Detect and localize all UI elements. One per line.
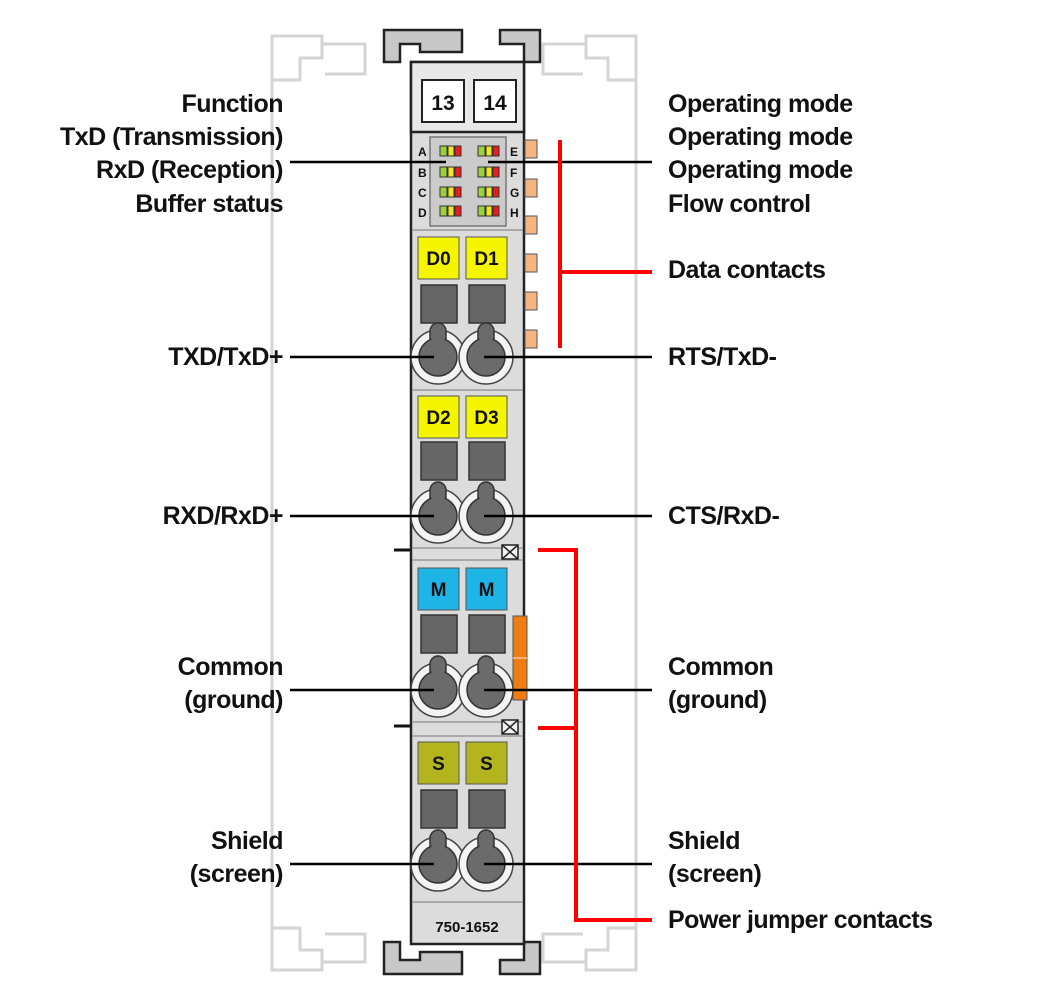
label-operating-mode-1: Operating mode bbox=[668, 90, 853, 118]
label-rxd-reception: RxD (Reception) bbox=[96, 156, 283, 184]
marker-s-right bbox=[465, 741, 508, 785]
led-letter-a: A bbox=[418, 145, 427, 159]
led-letters: A B C D E F G H bbox=[418, 145, 519, 220]
label-function: Function bbox=[181, 90, 283, 118]
led-b bbox=[439, 166, 462, 178]
led-letter-b: B bbox=[418, 166, 427, 180]
label-txd: TXD/TxD+ bbox=[168, 343, 283, 371]
label-common-right-1: Common bbox=[668, 653, 774, 681]
marker-d3-text: D3 bbox=[474, 408, 498, 429]
led-letter-f: F bbox=[510, 166, 517, 180]
led-h bbox=[477, 205, 500, 217]
led-letter-g: G bbox=[510, 186, 519, 200]
jumper-notches bbox=[501, 544, 519, 735]
led-d bbox=[439, 205, 462, 217]
marker-m-right bbox=[465, 567, 508, 611]
marker-card-left bbox=[421, 79, 465, 123]
label-txd-transmission: TxD (Transmission) bbox=[60, 123, 284, 151]
marker-m-right-text: M bbox=[479, 580, 495, 601]
led-g bbox=[477, 186, 500, 198]
wire-entry-3-1 bbox=[410, 655, 466, 718]
marker-left-text: 13 bbox=[431, 92, 454, 115]
power-jumper-bracket bbox=[538, 548, 652, 922]
led-f bbox=[477, 166, 500, 178]
label-shield-left-1: Shield bbox=[210, 827, 284, 855]
marker-s-left bbox=[417, 741, 460, 785]
marker-s-left-text: S bbox=[432, 754, 445, 775]
led-e bbox=[477, 145, 500, 157]
marker-d1 bbox=[465, 236, 508, 280]
marker-right-text: 14 bbox=[483, 92, 507, 115]
marker-d2-text: D2 bbox=[426, 408, 450, 429]
label-common-left-2: (ground) bbox=[184, 686, 283, 714]
label-buffer-status: Buffer status bbox=[135, 190, 283, 218]
wire-entry-1-1 bbox=[410, 322, 466, 385]
label-operating-mode-3: Operating mode bbox=[668, 156, 853, 184]
led-c bbox=[439, 186, 462, 198]
part-number: 750-1652 bbox=[435, 919, 498, 936]
marker-d0-text: D0 bbox=[426, 249, 450, 270]
marker-d0 bbox=[417, 236, 460, 280]
data-contacts bbox=[524, 139, 538, 349]
label-common-right-2: (ground) bbox=[668, 686, 767, 714]
wire-entry-2-1 bbox=[410, 481, 466, 544]
led-letter-h: H bbox=[510, 206, 519, 220]
label-flow-control: Flow control bbox=[668, 190, 811, 218]
label-shield-right-2: (screen) bbox=[668, 860, 762, 888]
din-rail-outline bbox=[270, 34, 638, 972]
led-letter-e: E bbox=[510, 145, 518, 159]
label-power-jumper: Power jumper contacts bbox=[668, 906, 933, 934]
label-operating-mode-2: Operating mode bbox=[668, 123, 853, 151]
label-rts: RTS/TxD- bbox=[668, 343, 777, 371]
marker-d3 bbox=[465, 395, 508, 439]
led-letter-c: C bbox=[418, 186, 427, 200]
label-shield-right-1: Shield bbox=[668, 827, 741, 855]
marker-m-left bbox=[417, 567, 460, 611]
label-shield-left-2: (screen) bbox=[189, 860, 284, 888]
label-data-contacts: Data contacts bbox=[668, 256, 826, 284]
terminal-markers bbox=[417, 236, 508, 785]
label-common-left-1: Common bbox=[177, 653, 284, 681]
label-rxd: RXD/RxD+ bbox=[162, 502, 284, 530]
led-letter-d: D bbox=[418, 206, 427, 220]
marker-d2 bbox=[417, 395, 460, 439]
release-buttons bbox=[420, 284, 506, 829]
marker-d1-text: D1 bbox=[474, 249, 499, 270]
led-a bbox=[439, 145, 462, 157]
label-cts: CTS/RxD- bbox=[668, 502, 780, 530]
led-indicators bbox=[439, 145, 500, 217]
leader-lines bbox=[290, 160, 652, 866]
marker-s-right-text: S bbox=[480, 754, 493, 775]
red-callouts bbox=[538, 140, 652, 922]
marker-card-right bbox=[473, 79, 517, 123]
wire-entry-4-1 bbox=[410, 829, 466, 892]
marker-m-left-text: M bbox=[431, 580, 447, 601]
